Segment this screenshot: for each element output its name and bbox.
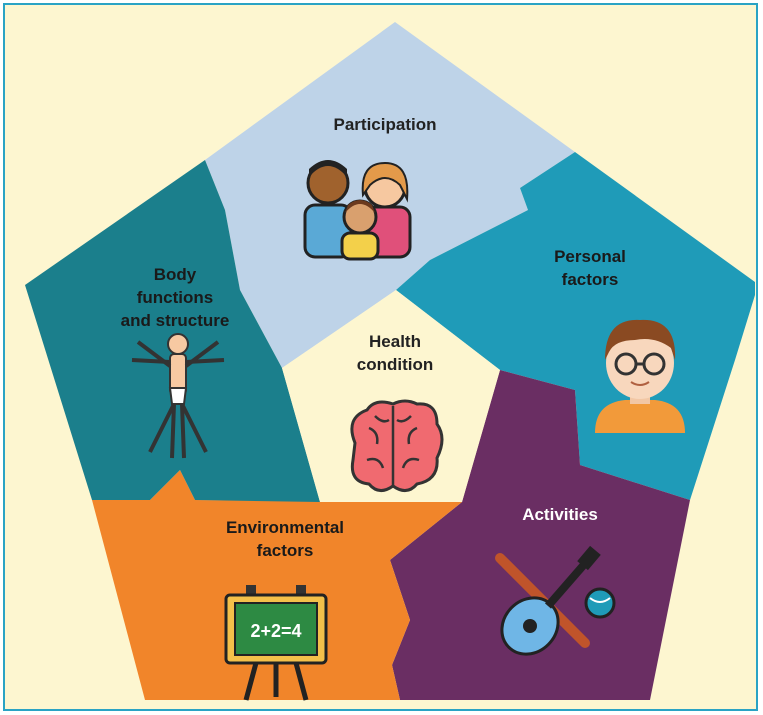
person-with-glasses-icon [595, 319, 685, 433]
vitruvian-man-icon [131, 333, 225, 459]
segment-environmental-factors [92, 470, 462, 700]
segment-body-functions [25, 160, 320, 502]
center-health-condition [282, 290, 500, 502]
label-environmental-factors: Environmental factors [225, 518, 345, 560]
label-activities: Activities [522, 505, 598, 524]
segment-activities [390, 370, 690, 700]
guitar-bat-ball-icon [495, 545, 616, 656]
svg-text:2+2=4: 2+2=4 [250, 621, 301, 641]
family-icon [303, 160, 412, 261]
label-personal-factors: Personal factors [554, 247, 626, 289]
label-body-functions: Body functions and structure [120, 265, 230, 330]
chalkboard-icon: 2+2=4 [224, 585, 328, 701]
label-participation: Participation [333, 115, 437, 134]
label-health-condition: Health condition [356, 332, 434, 374]
brain-icon [350, 399, 444, 492]
